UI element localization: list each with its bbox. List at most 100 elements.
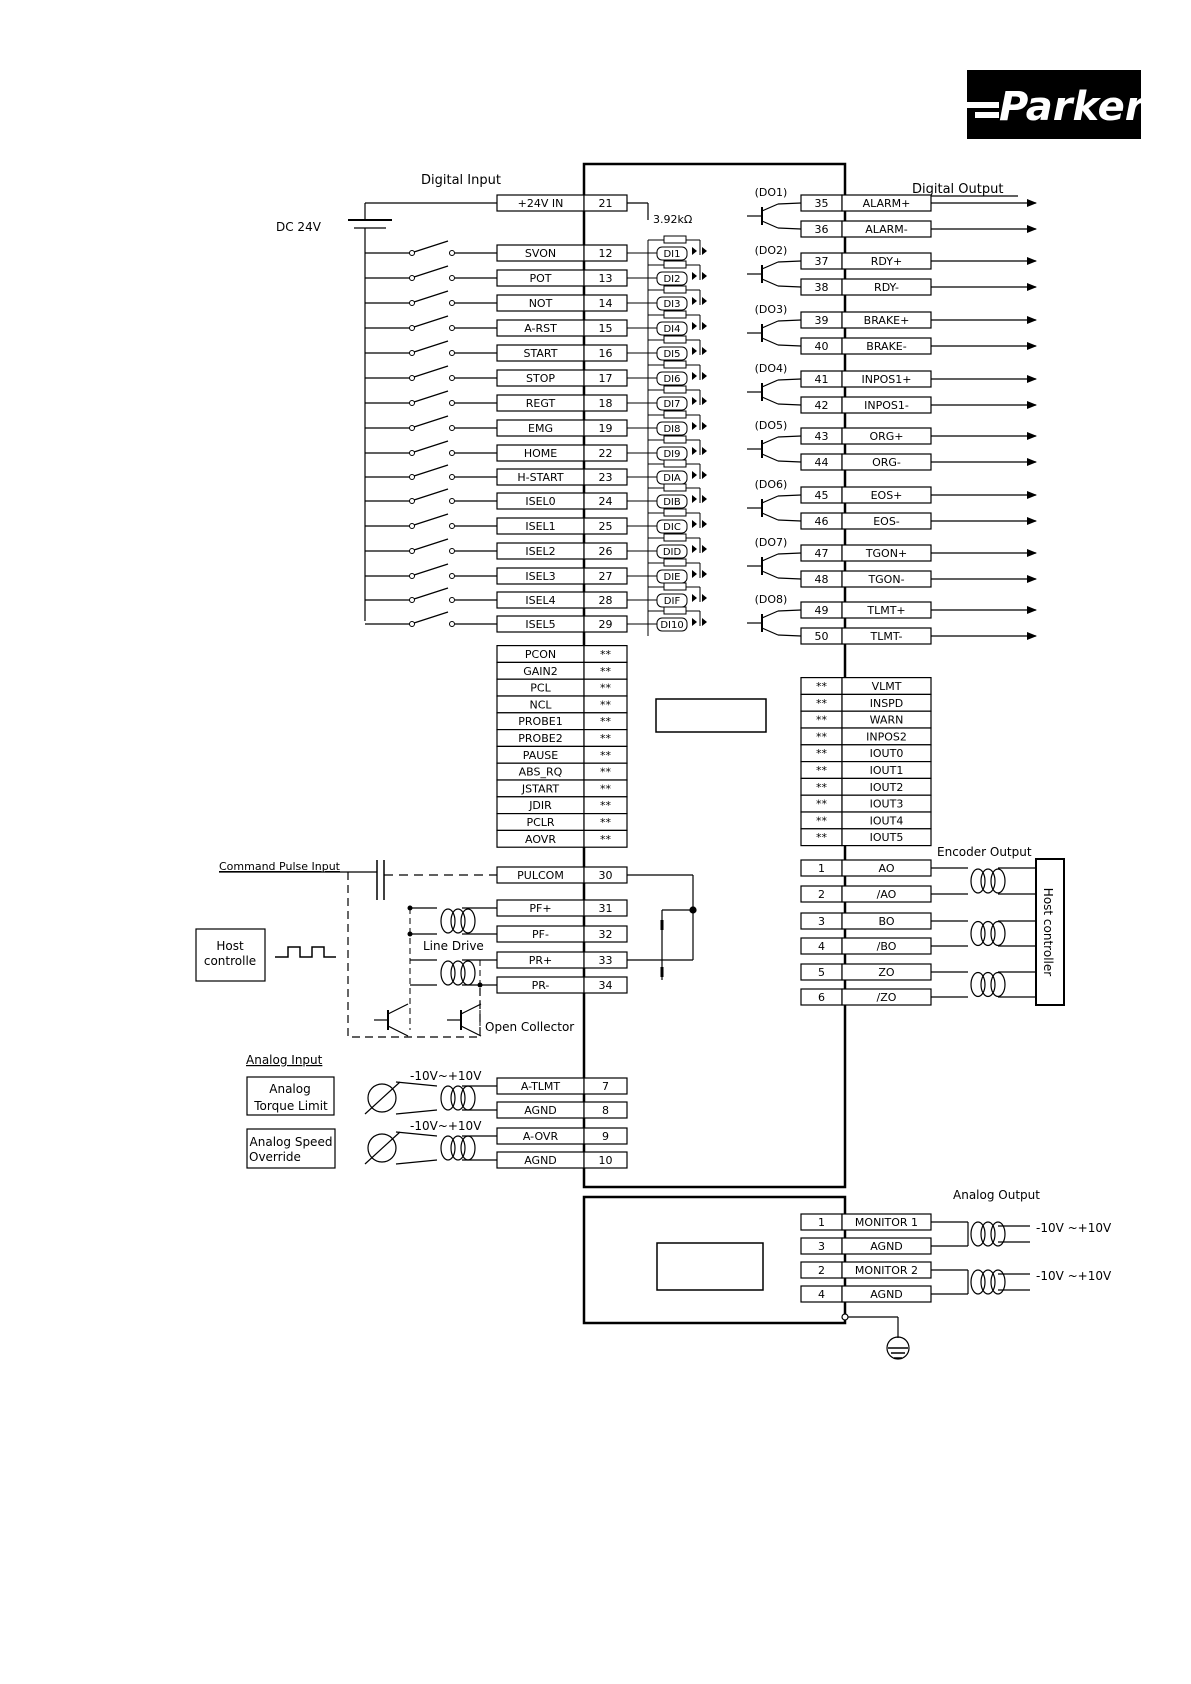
switch-contact-icon <box>449 325 455 331</box>
switch-contact-icon <box>409 621 415 627</box>
do-row-41-pin: 41 <box>815 373 829 386</box>
do-transistor-icon <box>761 203 779 212</box>
do-transistor-icon <box>761 610 779 619</box>
resistor-icon <box>663 310 687 319</box>
di-row-22-label: HOME <box>524 447 557 460</box>
di-channel-label: DI9 <box>663 449 680 460</box>
twisted-pair-coil-icon <box>440 960 476 986</box>
parker-logo-text: Parker <box>999 84 1141 130</box>
switch-blade-icon <box>413 611 449 624</box>
coil-loop <box>440 908 456 934</box>
di-channel-label: DIC <box>663 522 681 533</box>
analog-monitor-box <box>582 1195 847 1325</box>
di-channel-label: DIE <box>664 572 681 583</box>
coil-loop <box>970 971 986 998</box>
encoder-row-label: /AO <box>877 888 897 901</box>
switch-contact-icon <box>409 250 415 256</box>
do-channel-label: (DO7) <box>755 536 788 549</box>
di-row-28-label: ISEL4 <box>525 594 555 607</box>
resistor-icon <box>663 533 687 542</box>
extra-output-row-label: IOUT1 <box>870 764 904 777</box>
extra-input-row-label: JDIR <box>528 799 552 812</box>
coil-loop <box>450 960 466 986</box>
led-icon <box>692 347 697 355</box>
di-channel-label: DI6 <box>663 374 680 385</box>
pulse-row-34-pin: 34 <box>599 979 613 992</box>
extra-output-row-label: WARN <box>870 714 904 727</box>
do-transistor-wire <box>777 319 802 322</box>
twisted-pair-coil-icon <box>440 908 476 934</box>
do-transistor-icon <box>761 453 779 462</box>
digital-output-title: Digital Output <box>912 182 1003 197</box>
host-controller-label-2: controlle <box>204 954 256 968</box>
di-row-15-label: A-RST <box>524 322 557 335</box>
encoder-row-pin: 5 <box>818 966 825 979</box>
resistor-icon <box>663 335 687 344</box>
do-transistor-wire <box>777 344 802 347</box>
di-row-24-pin: 24 <box>599 495 613 508</box>
led-icon <box>702 322 707 330</box>
coil-loop <box>980 1221 996 1247</box>
analog-output-row-pin: 1 <box>818 1216 825 1229</box>
di-row-13-pin: 13 <box>599 272 613 285</box>
analog-input-wire <box>395 1131 438 1137</box>
do-row-35-label: ALARM+ <box>863 197 911 210</box>
analog-torque-limit-box <box>246 1076 335 1116</box>
analog-output-row-label: MONITOR 1 <box>855 1216 918 1229</box>
led-icon <box>692 372 697 380</box>
analog-torque-limit-label-1: Analog <box>269 1082 310 1096</box>
resistor-icon <box>663 558 687 567</box>
coil-loop <box>990 868 1006 894</box>
do-transistor-wire <box>777 519 802 522</box>
resistor-icon <box>663 582 687 591</box>
io-label-box <box>655 698 767 733</box>
analog-input-range-2: -10V~+10V <box>410 1119 482 1133</box>
twisted-pair-coil-icon <box>440 1135 476 1161</box>
resistor-icon <box>663 483 687 492</box>
pulse-row-31-pin: 31 <box>599 902 613 915</box>
do-row-48-pin: 48 <box>815 573 829 586</box>
power-input-pin: 21 <box>599 197 613 210</box>
host-controller-right-label: Host controller <box>1041 888 1055 976</box>
pulse-waveform-icon <box>275 946 336 958</box>
analog-torque-limit-label-2: Torque Limit <box>253 1099 328 1113</box>
analog-speed-override-label-1: Analog Speed <box>250 1135 333 1149</box>
pulse-row-32-label: PF- <box>532 928 549 941</box>
di-row-29-pin: 29 <box>599 618 613 631</box>
extra-output-row-pin: ** <box>816 680 828 693</box>
led-icon <box>702 520 707 528</box>
do-transistor-wire <box>777 403 802 406</box>
pulse-row-30-label: PULCOM <box>517 869 564 882</box>
host-controller-box-right <box>1035 858 1065 1006</box>
extra-input-row-label: ABS_RQ <box>519 766 563 779</box>
resistor-icon <box>663 385 687 394</box>
parker-logo-mark: Parker <box>967 84 1147 130</box>
di-channel-label: DI7 <box>663 399 680 410</box>
extra-input-row-pin: ** <box>600 816 612 829</box>
switch-contact-icon <box>409 375 415 381</box>
analog-output-row-label: AGND <box>870 1240 903 1253</box>
switch-contact-icon <box>409 573 415 579</box>
do-row-38-label: RDY- <box>874 281 899 294</box>
do-transistor-icon <box>761 570 779 579</box>
di-row-15-pin: 15 <box>599 322 613 335</box>
extra-output-row-label: IOUT5 <box>870 831 904 844</box>
di-channel-label: DI8 <box>663 424 680 435</box>
coil-loop <box>440 1135 456 1161</box>
di-row-19-label: EMG <box>528 422 553 435</box>
switch-contact-icon <box>449 597 455 603</box>
coil-loop <box>450 1085 466 1111</box>
extra-output-row-pin: ** <box>816 831 828 844</box>
extra-input-row-label: AOVR <box>525 833 556 846</box>
led-icon <box>702 422 707 430</box>
led-icon <box>702 570 707 578</box>
coil-loop <box>990 920 1006 947</box>
analog-input-row-8-pin-cell <box>583 1101 628 1119</box>
di-channel-label: DI2 <box>663 274 680 285</box>
coil-loop <box>460 1085 476 1111</box>
analog-input-wire <box>395 1081 438 1087</box>
do-row-37-label: RDY+ <box>871 255 902 268</box>
extra-input-row-label: PAUSE <box>523 749 558 762</box>
twisted-pair-coil-icon <box>970 920 1006 947</box>
